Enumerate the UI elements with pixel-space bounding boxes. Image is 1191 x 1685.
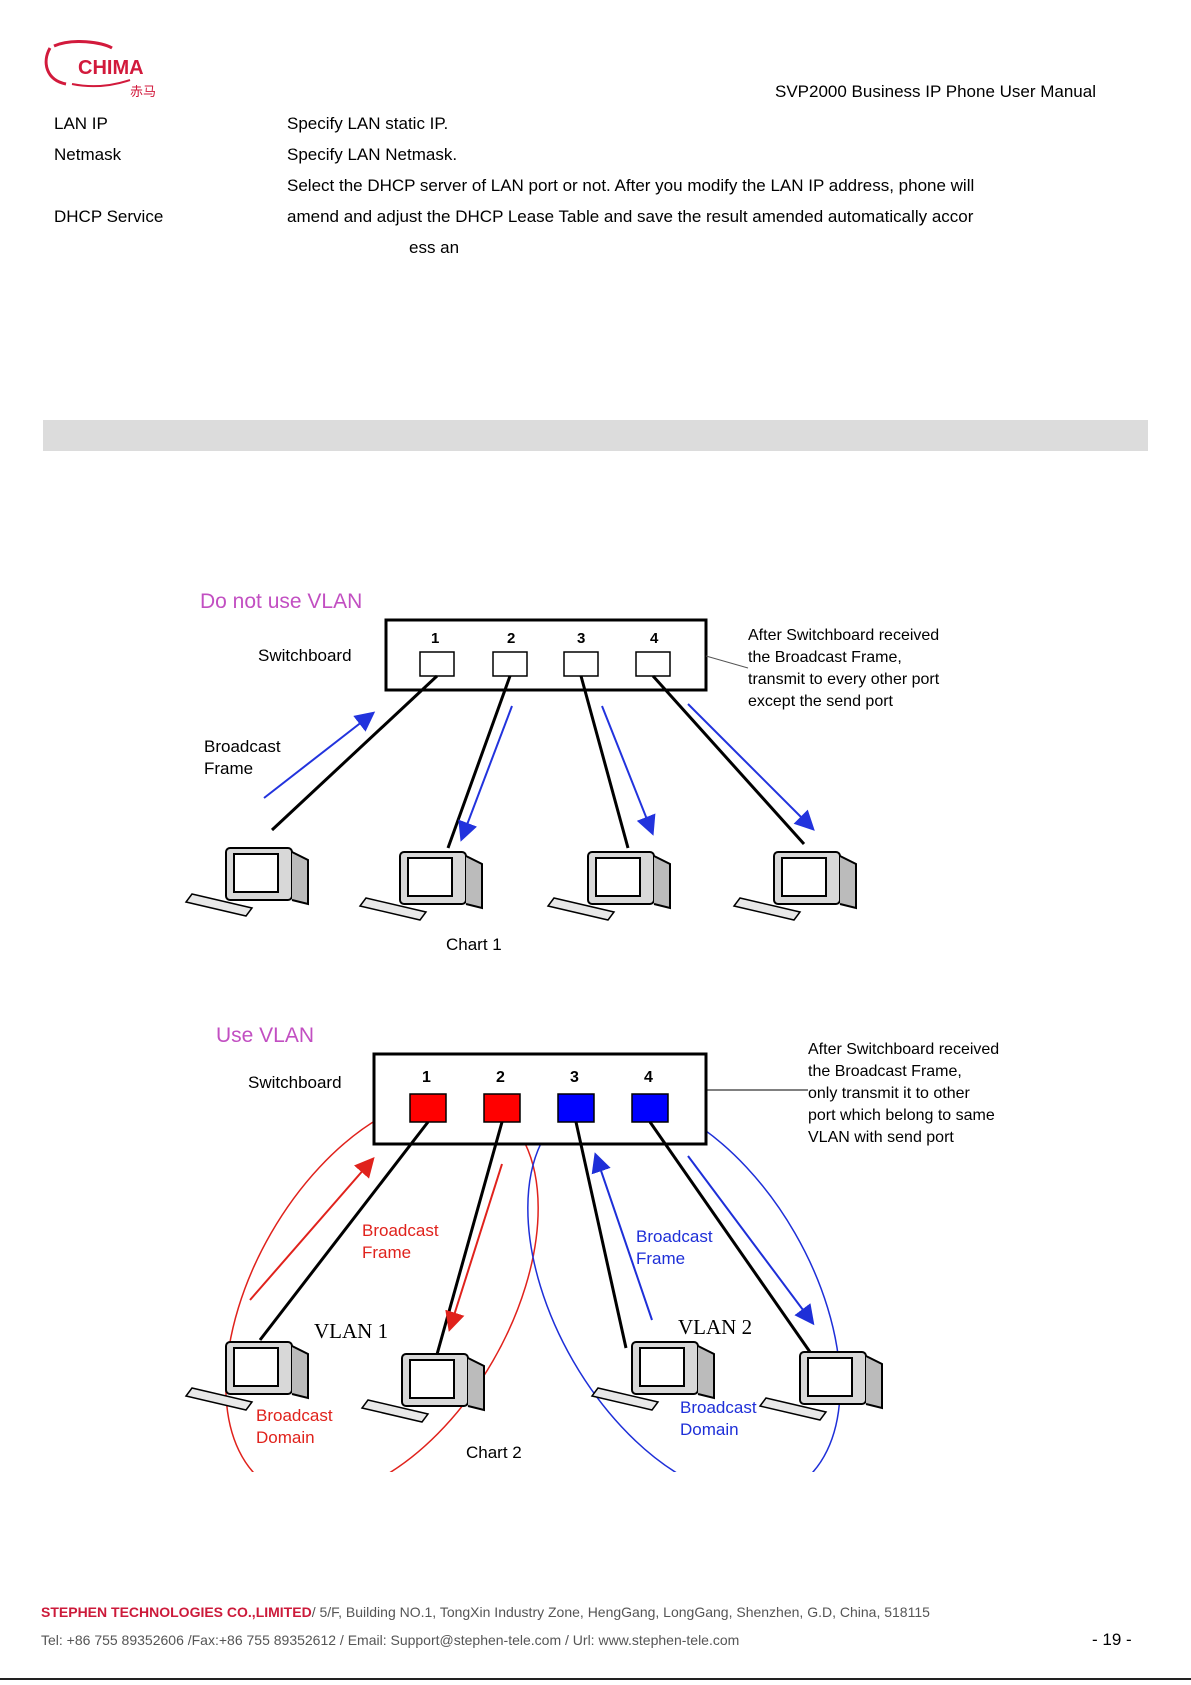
footer-address: STEPHEN TECHNOLOGIES CO.,LIMITED/ 5/F, B… [41, 1604, 930, 1620]
red-broadcast-domain-2: Domain [256, 1428, 315, 1447]
computer-2 [359, 851, 483, 921]
port-1-red [409, 1093, 447, 1123]
port-2 [492, 651, 528, 677]
vlan-cable-2 [434, 1121, 504, 1359]
chart2-title: Use VLAN [216, 1024, 314, 1047]
dhcp-desc-line3: ess an [409, 238, 460, 257]
red-broadcast-domain-1: Broadcast [256, 1406, 333, 1425]
vlan-port-4-label: 4 [644, 1069, 653, 1086]
cable-4 [651, 674, 806, 846]
logo-chinese: 赤马 [130, 85, 156, 100]
chart1-title: Do not use VLAN [200, 590, 362, 613]
chart1-note-2: the Broadcast Frame, [748, 649, 902, 666]
chart2-note-5: VLAN with send port [808, 1129, 954, 1146]
port-4 [635, 651, 671, 677]
vlan1-label: VLAN 1 [314, 1319, 388, 1343]
blue-frame: Frame [636, 1249, 685, 1268]
vlan-cable-3 [574, 1121, 628, 1349]
vlan-computer-2 [361, 1353, 485, 1423]
chart2-note-4: port which belong to same [808, 1107, 995, 1124]
blue-arrow-up [591, 1152, 653, 1321]
port-4-blue [631, 1093, 669, 1123]
red-broadcast: Broadcast [362, 1221, 439, 1240]
chart2-diagram: Use VLAN Switchboard 1 2 3 4 After Switc… [185, 1024, 999, 1472]
computer-3 [547, 851, 671, 921]
chart2-note-2: the Broadcast Frame, [808, 1063, 962, 1080]
blue-arrow-down [687, 1155, 815, 1326]
dhcp-desc-line1: Select the DHCP server of LAN port or no… [287, 176, 975, 195]
port-3 [563, 651, 599, 677]
cable-3 [579, 675, 630, 849]
vlan-computer-4 [759, 1351, 883, 1421]
arrow-3 [601, 705, 656, 836]
computer-1 [185, 847, 309, 917]
computer-4 [733, 851, 857, 921]
chart1-switch-label: Switchboard [258, 646, 352, 665]
red-frame: Frame [362, 1243, 411, 1262]
footer-address-text: / 5/F, Building NO.1, TongXin Industry Z… [311, 1604, 930, 1620]
chart1-note-1: After Switchboard received [748, 627, 939, 644]
arrow-2 [458, 705, 513, 842]
vlan-port-1-label: 1 [422, 1069, 431, 1086]
blue-broadcast: Broadcast [636, 1227, 713, 1246]
footer-contact: Tel: +86 755 89352606 /Fax:+86 755 89352… [41, 1632, 740, 1648]
port-2-red [483, 1093, 521, 1123]
chart2-caption: Chart 2 [466, 1443, 522, 1462]
vlan-cable-4 [648, 1121, 812, 1353]
chart1-broadcast: Broadcast [204, 737, 281, 756]
arrow-up [263, 711, 376, 799]
blue-broadcast-domain-2: Domain [680, 1420, 739, 1439]
port-1 [419, 651, 455, 677]
chart1-note-4: except the send port [748, 693, 894, 710]
cable-1 [270, 674, 439, 832]
logo-brand: CHIMA [78, 57, 144, 79]
chart2-note-1: After Switchboard received [808, 1041, 999, 1058]
port-2-label: 2 [507, 630, 515, 647]
red-arrow-up [249, 1156, 375, 1301]
manual-title: SVP2000 Business IP Phone User Manual [775, 82, 1096, 101]
vlan2-label: VLAN 2 [678, 1315, 752, 1339]
chart1-note-3: transmit to every other port [748, 671, 940, 688]
port-4-label: 4 [650, 630, 659, 647]
chart2-note-3: only transmit it to other [808, 1085, 971, 1102]
port-1-label: 1 [431, 630, 439, 647]
chart1-caption: Chart 1 [446, 935, 502, 954]
bottom-rule [0, 1678, 1191, 1680]
section-bar [43, 420, 1148, 451]
lan-ip-desc: Specify LAN static IP. [287, 114, 449, 133]
chima-logo: CHIMA 赤马 [44, 40, 156, 100]
page-number: - 19 - [1092, 1630, 1132, 1649]
chart1-diagram: Do not use VLAN Switchboard 1 2 3 4 Afte… [185, 590, 940, 954]
netmask-desc: Specify LAN Netmask. [287, 145, 458, 164]
chart1-frame: Frame [204, 759, 253, 778]
port-3-label: 3 [577, 630, 585, 647]
vlan-port-2-label: 2 [496, 1069, 505, 1086]
port-3-blue [557, 1093, 595, 1123]
dhcp-label: DHCP Service [54, 207, 164, 226]
netmask-label: Netmask [54, 145, 122, 164]
chart2-switch-label: Switchboard [248, 1073, 342, 1092]
cable-2 [446, 675, 512, 849]
arrow-4 [687, 703, 815, 831]
footer-company: STEPHEN TECHNOLOGIES CO.,LIMITED [41, 1604, 312, 1620]
lan-ip-label: LAN IP [54, 114, 108, 133]
blue-broadcast-domain-1: Broadcast [680, 1398, 757, 1417]
vlan-cable-1 [258, 1121, 430, 1341]
vlan-computer-1 [185, 1341, 309, 1411]
dhcp-desc-line2: amend and adjust the DHCP Lease Table an… [287, 207, 974, 226]
vlan-port-3-label: 3 [570, 1069, 579, 1086]
red-arrow-down [445, 1163, 503, 1332]
